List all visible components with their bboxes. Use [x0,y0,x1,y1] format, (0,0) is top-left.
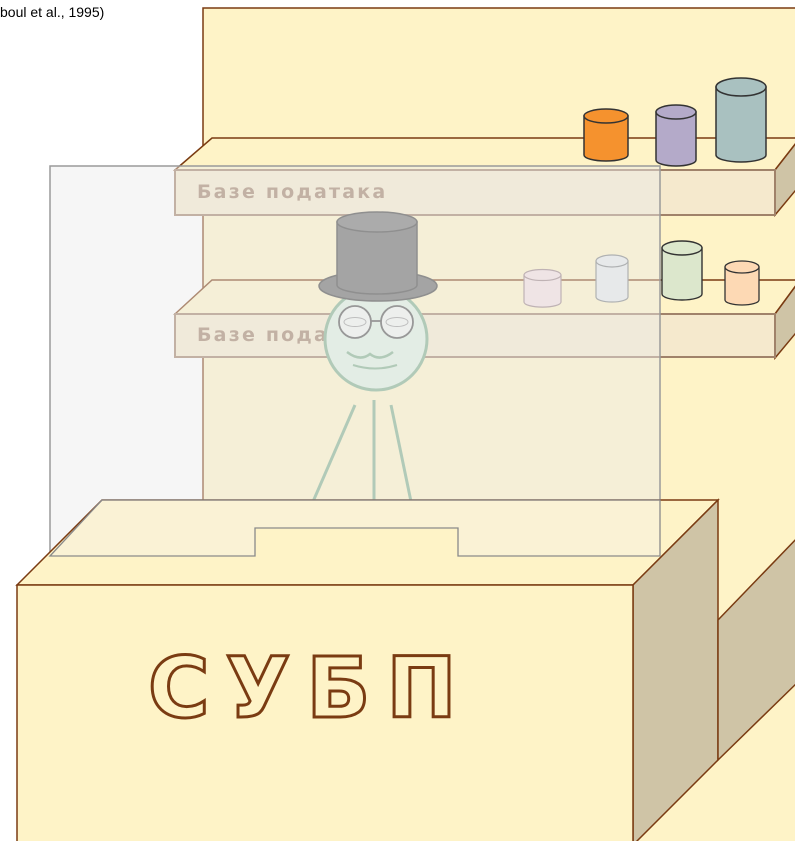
jar-green [662,241,702,300]
jar-teal [716,78,766,162]
jar-purple [656,105,696,166]
counter-label: СУБП [148,639,473,737]
jar-peach [725,261,759,305]
jar-orange [584,109,628,161]
glass-display-case [50,166,660,556]
